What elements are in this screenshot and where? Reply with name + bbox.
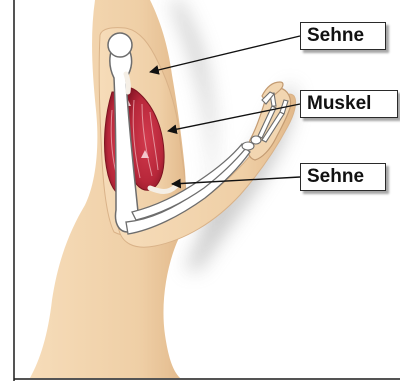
label-sehne-upper: Sehne [300, 22, 386, 50]
tendon-upper [126, 74, 128, 92]
label-muskel: Muskel [300, 90, 398, 118]
pointer-sehne-upper [150, 36, 300, 72]
shoulder-joint [108, 33, 132, 57]
label-sehne-lower: Sehne [300, 163, 386, 191]
